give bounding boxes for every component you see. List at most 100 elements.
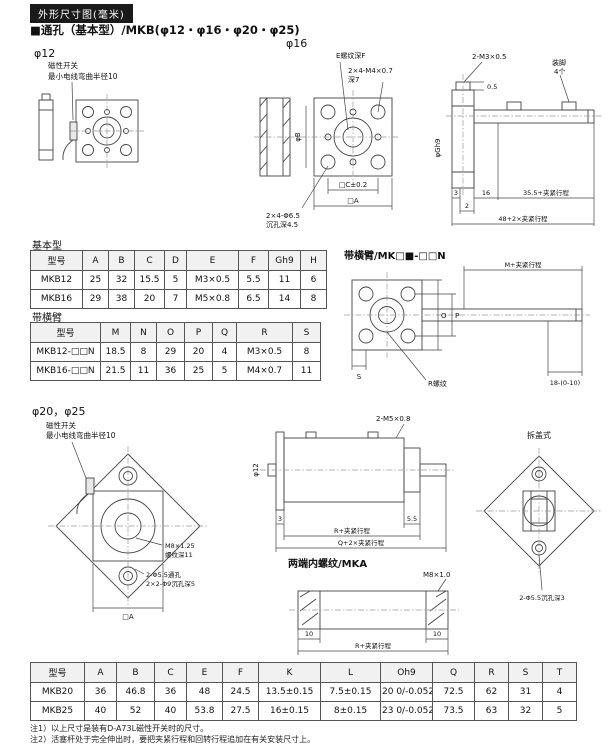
table-cell: 8±0.15 [320, 701, 381, 721]
table-header-cell: R [236, 322, 293, 343]
table-header-cell: C [134, 250, 165, 271]
rod-thread-depth: 螺纹深11 [165, 550, 193, 559]
arm-drawing-title: 带横臂/MK□■-□□N [344, 251, 446, 262]
dim-10-right: 10 [433, 630, 441, 638]
table-cell: 72.5 [432, 682, 475, 702]
phi20-side-body [267, 431, 447, 511]
table-header-cell: Oh9 [380, 662, 433, 683]
side-view-centerlines [446, 74, 602, 196]
table-header-cell: O [156, 322, 185, 343]
table-header-cell: T [542, 662, 577, 683]
table-cell: M3×0.5 [236, 342, 293, 362]
dim-0-5: 0.5 [487, 83, 497, 91]
table-cell: 8 [300, 289, 327, 309]
table-cell: 5 [212, 361, 237, 381]
mka-drawing: M8×1.0 10 10 R+夹紧行程 [289, 571, 459, 655]
leader-line [538, 554, 543, 591]
table-cell: 38 [108, 289, 135, 309]
magnetic-switch-label: 磁性开关 [48, 60, 78, 70]
table-header-cell: L [320, 662, 381, 683]
cover-type-centerlines [476, 448, 602, 574]
table-header-cell: A [82, 250, 109, 271]
thread-depth-note: E螺纹深F [336, 51, 365, 60]
footnote-2: 注2）活塞杆处于完全伸出时，要把夹紧行程和回转行程追加在有关安装尺寸上。 [30, 735, 316, 744]
magnetic-switch-label: 磁性开关 [46, 420, 76, 430]
table-cell: MKB16 [30, 289, 83, 309]
dim-48-stroke: 48+2×夹紧行程 [498, 214, 548, 223]
dim-2: 2 [465, 202, 469, 210]
counterbore-depth: 沉孔深4.5 [266, 220, 298, 229]
dia-b-dim: φB [294, 132, 302, 142]
corner-hole-note: 2×4-M4×0.7 [348, 67, 393, 75]
r-thread-label: R螺纹 [428, 379, 447, 388]
table-cell: 13.5±0.15 [258, 682, 321, 702]
table-cell: 21.5 [100, 361, 131, 381]
corner-hole-depth: 深7 [348, 75, 359, 84]
table-header-cell: S [292, 322, 321, 343]
cover-type-title: 拆盖式 [527, 430, 551, 440]
table-header-cell: Gh9 [268, 250, 301, 271]
port-thread-note: 2-M5×0.8 [376, 415, 410, 423]
table-cell: M3×0.5 [186, 270, 239, 290]
page-title: 外形尺寸图(毫米) [30, 4, 133, 23]
table-cell: MKB12-□□N [30, 342, 101, 362]
dim-355-stroke: 35.5+夹紧行程 [523, 188, 569, 197]
table-header-cell: F [222, 662, 259, 683]
table-header-cell: B [108, 250, 135, 271]
table-header-cell: H [300, 250, 327, 271]
table-cell: 63 [474, 701, 509, 721]
dim-q-stroke: Q+2×夹紧行程 [338, 538, 385, 547]
counterbore-note: 2×2-Φ9沉孔深5 [146, 579, 195, 588]
dim-3: 3 [454, 189, 458, 197]
dim-r-stroke: R+夹紧行程 [334, 526, 370, 535]
table-cell: 52 [116, 701, 155, 721]
table-header-cell: Q [212, 322, 237, 343]
table-header-cell: N [130, 322, 157, 343]
through-hole-note: 2-Φ5.5通孔 [146, 570, 181, 579]
dim-m-stroke: M+夹紧行程 [504, 260, 542, 269]
table-header-cell: Q [432, 662, 475, 683]
dia-g-dim: φGh9 [434, 139, 442, 158]
table-cell: 4 [542, 682, 577, 702]
table-cell: MKB12 [30, 270, 83, 290]
table-cell: 18.5 [100, 342, 131, 362]
section-label-arm-type: 带横臂 [32, 313, 62, 324]
table-cell: 11 [130, 361, 157, 381]
table-cell: 62 [474, 682, 509, 702]
section-label-basic-type: 基本型 [32, 241, 62, 252]
section-label-phi12: φ12 [34, 47, 56, 60]
side-view-body [451, 81, 595, 189]
table-cell: 32 [108, 270, 135, 290]
leader-line [71, 81, 74, 121]
table-cell: 36 [156, 361, 185, 381]
table-cell: 20 [184, 342, 213, 362]
table-cell: 11 [268, 270, 301, 290]
dim-s: S [357, 373, 362, 381]
foot-qty: 4个 [554, 68, 565, 76]
phi20-side-drawing: 2-M5×0.8 φ12 3 5.5 R+夹紧行程 Q+2×夹紧行程 [252, 415, 454, 552]
table-cell: MKB16-□□N [30, 361, 101, 381]
table-header-cell: D [164, 250, 187, 271]
subtitle: ■通孔（基本型）/MKB(φ12・φ16・φ20・φ25) [30, 23, 300, 37]
table-header-cell: R [474, 662, 509, 683]
table-header-cell: B [116, 662, 155, 683]
table-header-cell: 型号 [30, 250, 83, 271]
table-cell: 32 [508, 701, 543, 721]
counterbore-note: 2×4-Φ6.5 [266, 212, 300, 220]
table-cell: 11 [292, 361, 321, 381]
table-header-cell: S [508, 662, 543, 683]
dia-12-dim: φ12 [252, 463, 260, 477]
dim-r-stroke: R+夹紧行程 [355, 641, 391, 650]
table-cell: 73.5 [432, 701, 475, 721]
phi20-centerlines [48, 446, 208, 606]
table-cell: 20 0/-0.052 [380, 682, 433, 702]
table-cell: M5×0.8 [186, 289, 239, 309]
table-cell: 6.5 [238, 289, 269, 309]
table-header-cell: C [154, 662, 187, 683]
